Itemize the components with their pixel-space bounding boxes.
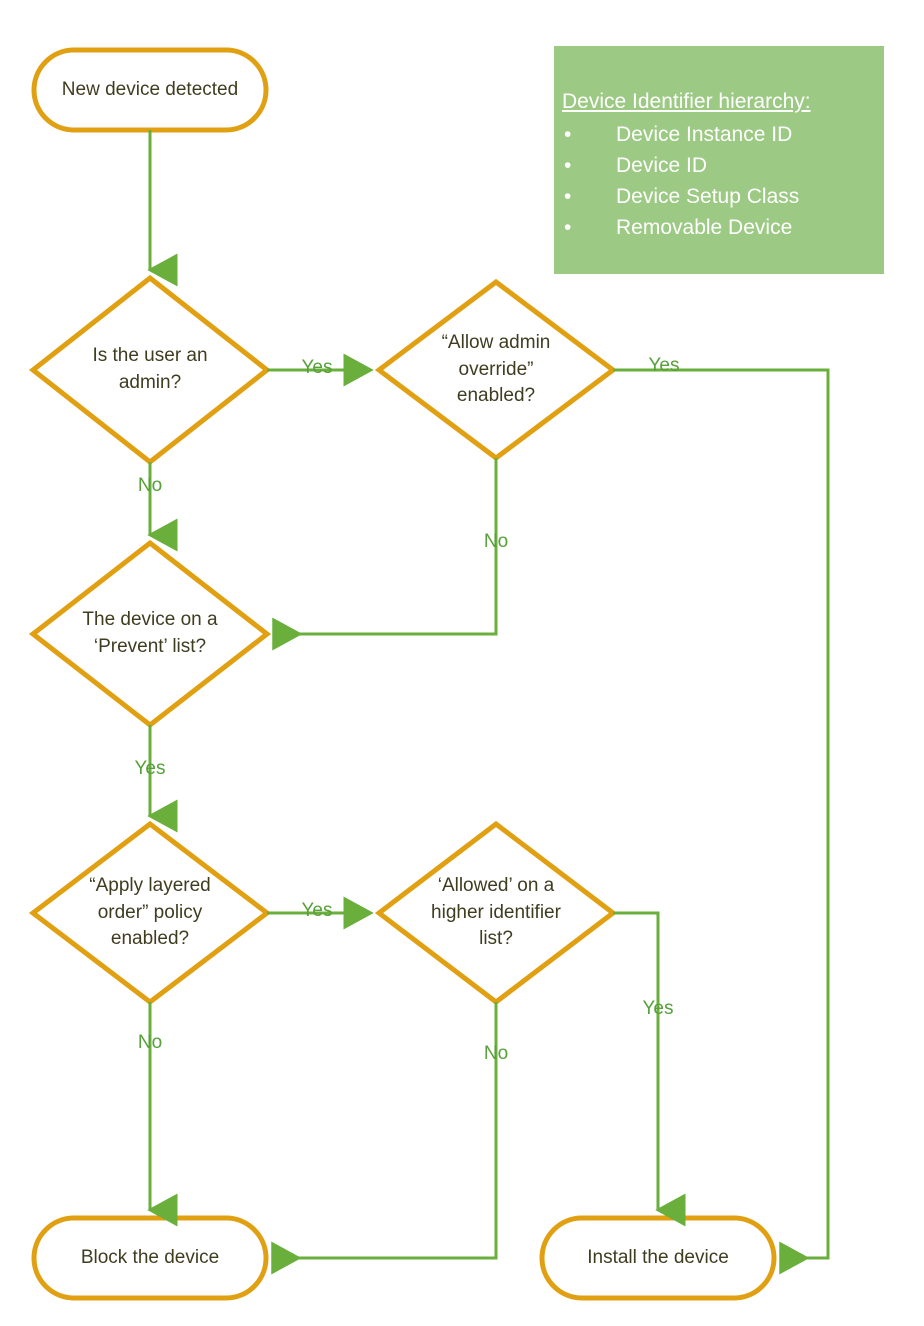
edge-allowed-higher-yes <box>613 911 686 1227</box>
legend-list: • Device Instance ID • Device ID • Devic… <box>554 119 884 244</box>
bullet-icon: • <box>564 122 572 146</box>
edge-label-admin-override-yes: Yes <box>648 355 680 376</box>
node-prevent-list-shape <box>28 539 272 729</box>
node-install-shape <box>539 1215 777 1301</box>
node-allowed-higher-shape <box>374 820 618 1006</box>
legend-item-label: Device ID <box>616 153 708 177</box>
node-layered-order-shape <box>28 820 272 1006</box>
edge-allowed-higher-no <box>271 1002 498 1275</box>
bullet-icon: • <box>564 153 572 177</box>
legend-panel: Device Identifier hierarchy: • Device In… <box>554 46 884 274</box>
edge-label-is-admin-yes: Yes <box>301 357 333 378</box>
legend-item: • Removable Device <box>554 212 884 243</box>
legend-item-label: Device Setup Class <box>616 185 800 209</box>
legend-item: • Device Instance ID <box>554 119 884 150</box>
node-admin-override-shape <box>374 278 618 462</box>
edge-admin-override-yes <box>613 368 830 1275</box>
edge-admin-override-no <box>272 458 498 651</box>
node-start-shape <box>31 47 269 133</box>
edge-label-layered-order-no: No <box>137 1032 163 1053</box>
legend-item-label: Device Instance ID <box>616 122 793 146</box>
node-block-shape <box>31 1215 269 1301</box>
bullet-icon: • <box>564 216 572 240</box>
edge-label-layered-order-yes: Yes <box>301 900 333 921</box>
bullet-icon: • <box>564 185 572 209</box>
legend-item-label: Removable Device <box>616 216 793 240</box>
legend-item: • Device Setup Class <box>554 181 884 212</box>
edge-label-allowed-higher-yes: Yes <box>642 998 674 1019</box>
node-is-admin-shape <box>28 274 272 466</box>
edge-label-admin-override-no: No <box>483 531 509 552</box>
legend-item: • Device ID <box>554 150 884 181</box>
edge-label-prevent-list-yes: Yes <box>134 758 166 779</box>
legend-title: Device Identifier hierarchy: <box>562 90 811 113</box>
edge-label-allowed-higher-no: No <box>483 1043 509 1064</box>
edge-label-is-admin-no: No <box>137 475 163 496</box>
